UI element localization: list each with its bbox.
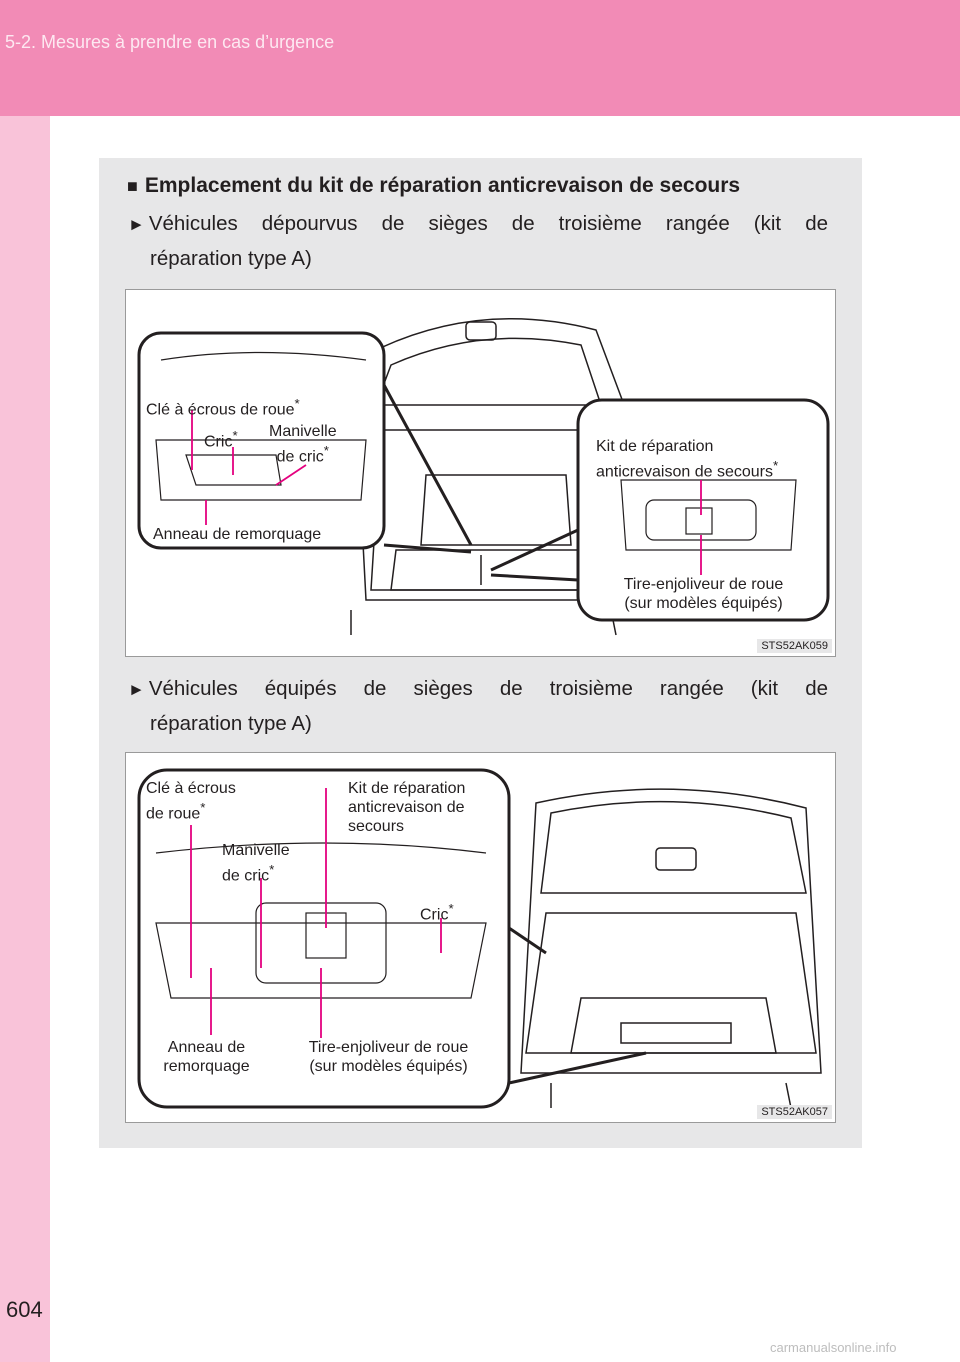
page-number: 604 — [6, 1297, 43, 1322]
label-jack: Cric* — [420, 901, 454, 924]
section-heading: ■ Emplacement du kit de réparation anticr… — [127, 174, 740, 198]
bullet-item-with-third-row: ►Véhicules équipés de sièges de troisièm… — [128, 672, 828, 741]
triangle-bullet-icon: ► — [128, 215, 145, 234]
label-wheel-cap: Tire-enjoliveur de roue(sur modèles équi… — [308, 1039, 469, 1075]
label-wheel-nut-wrench: Clé à écrous de roue* — [146, 396, 300, 419]
bullet-line2: réparation type A) — [150, 247, 312, 270]
figure-2-illustration — [137, 768, 822, 1109]
label-jack: Cric* — [204, 428, 238, 451]
bullet-line2: réparation type A) — [150, 712, 312, 735]
square-bullet-icon: ■ — [127, 176, 138, 196]
figure-1-illustration — [137, 318, 830, 636]
label-towing-eyelet: Anneau de remorquage — [153, 526, 322, 543]
figure-code: STS52AK059 — [757, 639, 832, 653]
heading-text: Emplacement du kit de réparation anticre… — [144, 174, 741, 197]
bullet-line1: Véhicules dépourvus de sièges de troisiè… — [148, 212, 828, 235]
figure-code: STS52AK057 — [757, 1105, 832, 1119]
bullet-line1: Véhicules équipés de sièges de troisième… — [148, 677, 828, 700]
label-wheel-cap: Tire-enjoliveur de roue(sur modèles équi… — [623, 576, 784, 612]
section-title: 5-2. Mesures à prendre en cas d’urgence — [5, 32, 335, 52]
bullet-item-no-third-row: ►Véhicules dépourvus de sièges de troisi… — [128, 207, 828, 276]
watermark: carmanualsonline.info — [770, 1340, 897, 1355]
header-band — [0, 0, 960, 116]
triangle-bullet-icon: ► — [128, 680, 145, 699]
side-band — [0, 116, 50, 1362]
